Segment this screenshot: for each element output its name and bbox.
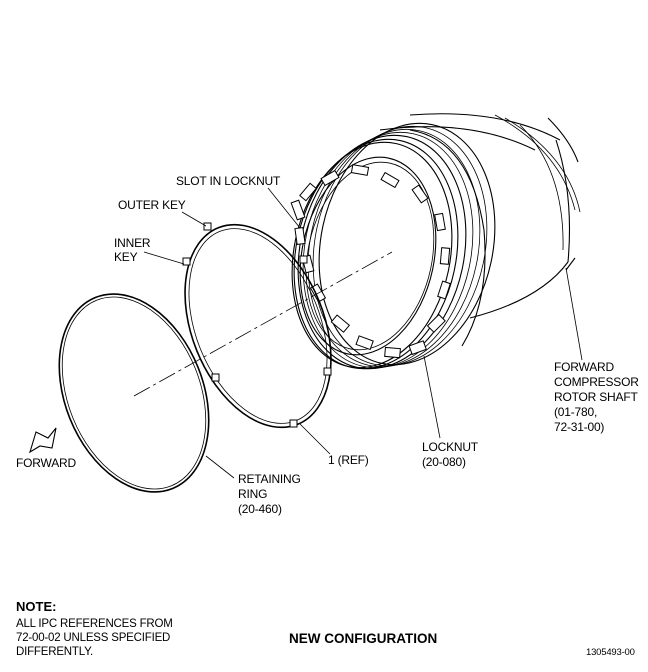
label-shaft-line4: (01-780, <box>554 405 597 419</box>
locknut-drawing <box>290 122 496 370</box>
label-retaining-ring-line1: RETAINING <box>238 472 301 486</box>
note-title: NOTE: <box>16 599 56 614</box>
label-outer-key: OUTER KEY <box>118 198 186 212</box>
note-line-1: ALL IPC REFERENCES FROM <box>16 618 173 630</box>
label-locknut-line1: LOCKNUT <box>422 440 479 454</box>
configuration-caption: NEW CONFIGURATION <box>289 631 437 646</box>
key-ring-drawing <box>182 222 332 429</box>
note-line-2: 72-00-02 UNLESS SPECIFIED <box>16 632 170 644</box>
label-shaft-line3: ROTOR SHAFT <box>554 390 638 404</box>
note-line-3: DIFFERENTLY. <box>16 646 93 658</box>
label-shaft-line1: FORWARD <box>554 360 614 374</box>
centerline <box>133 251 393 397</box>
label-inner-key-line2: KEY <box>114 250 138 264</box>
leader-lines <box>143 187 583 479</box>
label-ref-item: 1 (REF) <box>328 453 369 467</box>
label-retaining-ring-line2: RING <box>238 487 267 501</box>
retaining-ring-drawing <box>58 293 210 493</box>
label-retaining-ring-line3: (20-460) <box>238 502 282 516</box>
label-locknut-line2: (20-080) <box>422 455 466 469</box>
label-shaft-line5: 72-31-00) <box>554 420 604 434</box>
label-shaft-line2: COMPRESSOR <box>554 375 639 389</box>
figure-id: 1305493-00 <box>586 647 635 658</box>
forward-arrow-icon <box>29 427 57 454</box>
rotor-shaft-drawing <box>379 113 581 319</box>
label-slot-in-locknut: SLOT IN LOCKNUT <box>176 174 281 188</box>
label-forward: FORWARD <box>16 456 76 470</box>
label-inner-key-line1: INNER <box>114 236 151 250</box>
